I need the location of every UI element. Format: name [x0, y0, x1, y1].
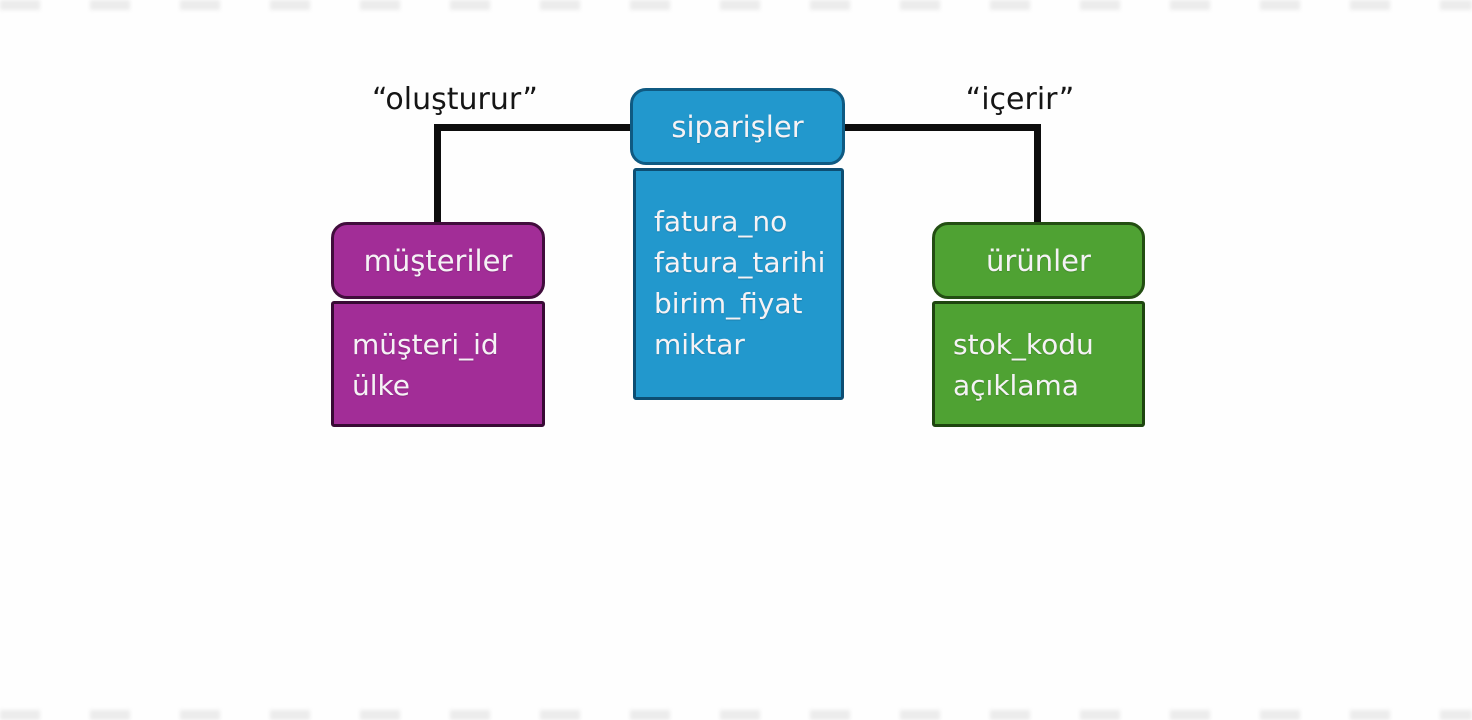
entity-name: ürünler	[986, 243, 1091, 278]
attribute: miktar	[654, 328, 745, 361]
entity-name: müşteriler	[363, 243, 513, 278]
entity-urunler: ürünler stok_kodu açıklama	[932, 222, 1145, 427]
attribute: birim_fiyat	[654, 287, 803, 320]
entity-attributes-siparisler: fatura_no fatura_tarihi birim_fiyat mikt…	[633, 168, 844, 400]
entity-header-musteriler: müşteriler	[331, 222, 545, 299]
attribute: fatura_no	[654, 205, 788, 238]
scan-artifact-top	[0, 0, 1472, 10]
attribute: stok_kodu	[953, 328, 1094, 361]
entity-name: siparişler	[671, 109, 804, 144]
entity-siparisler: siparişler fatura_no fatura_tarihi birim…	[630, 88, 845, 400]
connector-line-left-vertical	[434, 124, 441, 224]
attribute: müşteri_id	[352, 328, 499, 361]
relationship-label-olusturur: “oluşturur”	[372, 82, 538, 117]
entity-header-urunler: ürünler	[932, 222, 1145, 299]
attribute: ülke	[352, 369, 410, 402]
attribute: açıklama	[953, 369, 1079, 402]
connector-line-right-horizontal	[843, 124, 1039, 131]
attribute: fatura_tarihi	[654, 246, 826, 279]
entity-attributes-musteriler: müşteri_id ülke	[331, 301, 545, 427]
entity-header-siparisler: siparişler	[630, 88, 845, 165]
connector-line-right-vertical	[1034, 124, 1041, 225]
scan-artifact-bottom	[0, 710, 1472, 720]
relationship-label-icerir: “içerir”	[965, 82, 1075, 117]
connector-line-left-horizontal	[434, 124, 634, 131]
entity-attributes-urunler: stok_kodu açıklama	[932, 301, 1145, 427]
entity-musteriler: müşteriler müşteri_id ülke	[331, 222, 545, 427]
